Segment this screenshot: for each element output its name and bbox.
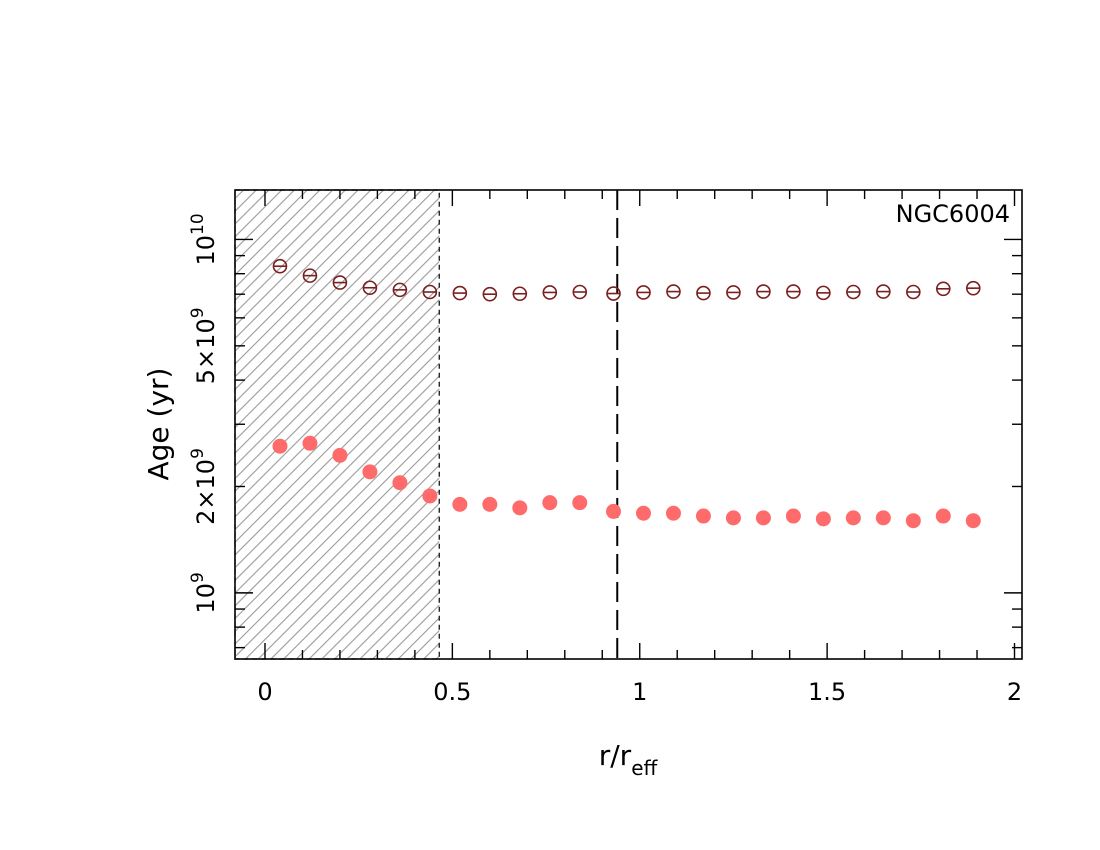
chart-annotation: NGC6004 <box>896 200 1010 228</box>
y-axis-label: Age (yr) <box>142 368 175 481</box>
data-point-filled <box>755 510 771 526</box>
y-tick-label: 1010 <box>188 213 220 265</box>
data-point-open <box>636 285 651 300</box>
data-point-filled <box>332 447 348 463</box>
data-point-filled <box>572 495 588 511</box>
data-point-filled <box>815 511 831 527</box>
data-point-open <box>272 258 288 274</box>
data-point-open <box>512 286 528 302</box>
x-tick-label: 1.5 <box>808 678 846 706</box>
data-point-open <box>392 282 408 298</box>
data-point-filled <box>606 503 622 519</box>
data-point-open <box>756 284 771 299</box>
data-point-filled <box>422 488 438 504</box>
data-point-open <box>302 268 318 283</box>
data-point-filled <box>965 513 981 529</box>
data-point-open <box>452 285 468 301</box>
data-point-open <box>876 284 891 299</box>
y-tick-label: 109 <box>188 572 220 613</box>
x-axis-label: r/reff <box>599 739 659 780</box>
data-point-open <box>726 285 741 300</box>
x-tick-label: 2 <box>1007 678 1022 706</box>
data-point-open <box>362 280 378 296</box>
x-tick-label: 1 <box>632 678 647 706</box>
data-point-filled <box>542 495 558 511</box>
data-point-open <box>482 286 498 302</box>
data-point-open <box>816 285 831 301</box>
data-point-open <box>786 284 801 299</box>
data-point-filled <box>512 500 528 516</box>
data-point-filled <box>845 510 861 526</box>
data-point-filled <box>362 464 378 480</box>
data-point-open <box>666 284 681 299</box>
data-point-filled <box>725 510 741 526</box>
data-point-open <box>572 284 588 300</box>
y-tick-label: 5×109 <box>188 307 220 384</box>
data-point-filled <box>905 513 921 529</box>
data-point-filled <box>272 438 288 454</box>
data-point-filled <box>392 475 408 491</box>
data-point-filled <box>935 508 951 524</box>
data-point-open <box>846 284 861 300</box>
plot-frame <box>234 189 1023 660</box>
data-point-filled <box>302 435 318 451</box>
data-point-open <box>696 285 711 301</box>
data-point-open <box>332 275 348 290</box>
data-point-open <box>542 285 558 300</box>
data-point-filled <box>695 508 711 524</box>
x-tick-label: 0.5 <box>433 678 471 706</box>
data-point-filled <box>452 496 468 512</box>
data-point-open <box>906 284 921 300</box>
data-point-filled <box>482 496 498 512</box>
data-point-filled <box>785 508 801 524</box>
y-tick-label: 2×109 <box>188 448 220 525</box>
data-point-open <box>606 286 621 301</box>
data-point-filled <box>635 505 651 521</box>
data-point-filled <box>665 505 681 521</box>
data-point-open <box>965 280 981 296</box>
data-point-filled <box>875 510 891 526</box>
x-tick-label: 0 <box>257 678 272 706</box>
data-point-open <box>935 281 951 297</box>
data-point-open <box>422 284 438 300</box>
hatched-region <box>235 190 440 659</box>
